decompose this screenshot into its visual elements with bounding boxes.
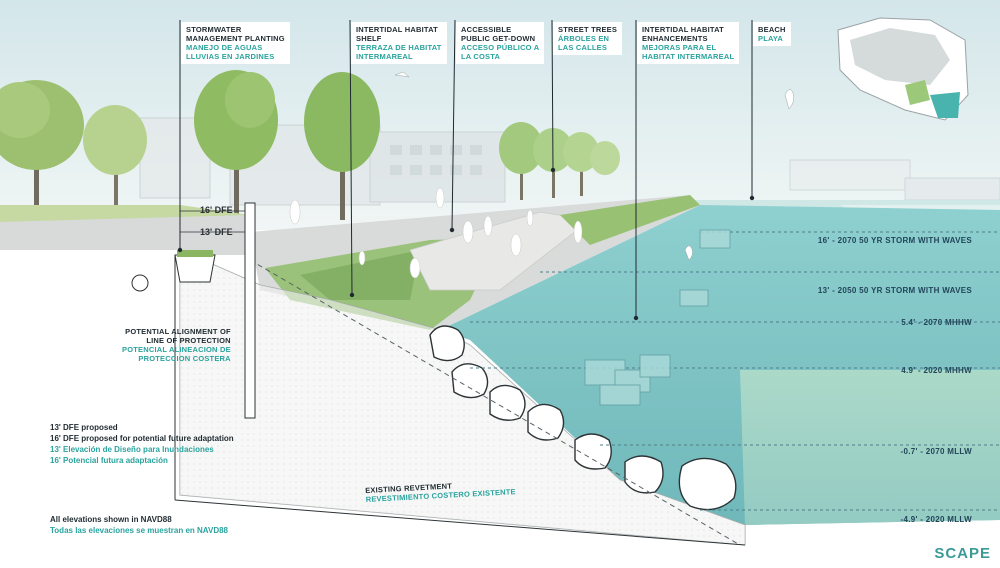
street-trees [0, 70, 620, 222]
callout-en: INTERTIDAL HABITAT [642, 25, 724, 34]
legend-en: 16' DFE proposed for potential future ad… [50, 434, 234, 443]
callout-en: INTERTIDAL HABITAT [356, 25, 438, 34]
water-level-label: 13' - 2050 50 YR STORM WITH WAVES [817, 286, 972, 295]
callout-street-trees: STREET TREES ÁRBOLES EN LAS CALLES [553, 22, 623, 55]
street-surface [0, 215, 250, 255]
callout-en: MANAGEMENT PLANTING [186, 34, 285, 43]
reef-blocks [584, 229, 731, 406]
water-level-label: 16' - 2070 50 YR STORM WITH WAVES [817, 236, 972, 245]
callout-es: LAS CALLES [558, 43, 608, 52]
callout-es: TERRAZA DE HABITAT [356, 43, 442, 52]
callout-es: ACCESO PÚBLICO A [461, 43, 540, 52]
dfe-legend: 13' DFE proposed 16' DFE proposed for po… [50, 422, 234, 466]
callout-intertidal-shelf: INTERTIDAL HABITAT SHELF TERRAZA DE HABI… [351, 22, 447, 64]
protection-en: POTENTIAL ALIGNMENT OF [125, 327, 231, 336]
callout-en: ENHANCEMENTS [642, 34, 708, 43]
legend-es: 13' Elevación de Diseño para Inundacione… [50, 445, 214, 454]
seagull-icons [394, 71, 795, 261]
callout-en: STREET TREES [558, 25, 618, 34]
line-of-protection [249, 259, 741, 546]
elevation-note-en: All elevations shown in NAVD88 [50, 515, 172, 524]
dfe-16-marker: 16' DFE [200, 205, 233, 215]
protection-label: POTENTIAL ALIGNMENT OF LINE OF PROTECTIO… [122, 327, 231, 363]
callout-stormwater: STORMWATER MANAGEMENT PLANTING MANEJO DE… [181, 22, 290, 64]
callout-en: STORMWATER [186, 25, 242, 34]
callout-es: MEJORAS PARA EL [642, 43, 717, 52]
dfe-13-marker: 13' DFE [200, 227, 233, 237]
site-map-thumbnail [837, 17, 969, 121]
protection-es: PROTECCION COSTERA [138, 354, 231, 363]
revetment-boulders [429, 325, 737, 511]
callout-en: BEACH [758, 25, 786, 34]
elevation-note-es: Todas las elevaciones se muestran en NAV… [50, 526, 229, 535]
callout-leaders [179, 19, 753, 318]
scape-logo: SCAPE [934, 545, 991, 562]
callout-accessible: ACCESSIBLE PUBLIC GET-DOWN ACCESO PÚBLIC… [456, 22, 545, 64]
elevation-note: All elevations shown in NAVD88 Todas las… [50, 514, 228, 536]
lawn [0, 205, 250, 222]
callout-es: ÁRBOLES EN [558, 34, 610, 43]
water-level-label: -0.7' - 2070 MLLW [900, 447, 972, 456]
callout-beach: BEACH PLAYA [753, 22, 791, 46]
stormwater-planter [174, 254, 216, 283]
steps [409, 211, 591, 291]
water-level-label: -4.9' - 2020 MLLW [900, 515, 972, 524]
callout-en: SHELF [356, 34, 382, 43]
drain-pipe [131, 274, 149, 292]
callout-intertidal-enhancements: INTERTIDAL HABITAT ENHANCEMENTS MEJORAS … [637, 22, 740, 64]
callout-en: ACCESSIBLE [461, 25, 512, 34]
protection-en: LINE OF PROTECTION [146, 336, 231, 345]
water-level-label: 5.4' - 2070 MHHW [901, 318, 972, 327]
legend-es: 16' Potencial futura adaptación [50, 456, 168, 465]
people-silhouettes [289, 187, 583, 279]
callout-es: LLUVIAS EN JARDINES [186, 52, 275, 61]
callout-es: PLAYA [758, 34, 784, 43]
callout-es: MANEJO DE AGUAS [186, 43, 263, 52]
water-deep [740, 370, 1000, 525]
callout-en: PUBLIC GET-DOWN [461, 34, 536, 43]
callout-es: HABITAT INTERMAREAL [642, 52, 735, 61]
callout-es: LA COSTA [461, 52, 501, 61]
protection-es: POTENCIAL ALINEACION DE [122, 345, 231, 354]
legend-en: 13' DFE proposed [50, 423, 118, 432]
water-level-label: 4.9' - 2020 MHHW [901, 366, 972, 375]
water-level-lines [470, 231, 1000, 511]
callout-es: INTERMAREAL [356, 52, 413, 61]
floodwall-post [244, 202, 256, 419]
